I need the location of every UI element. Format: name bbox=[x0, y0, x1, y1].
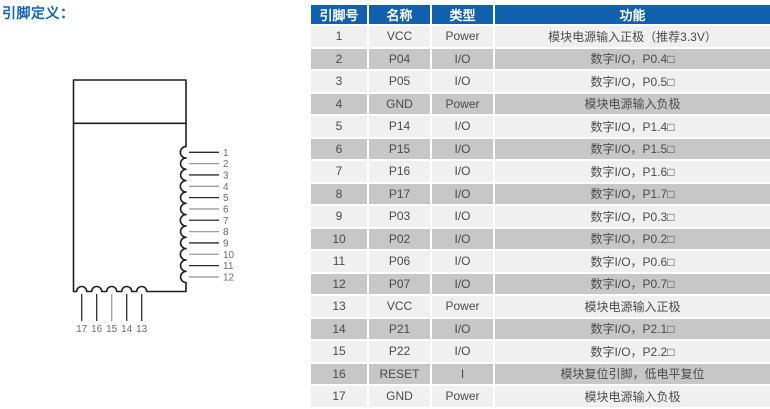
pin-label: 16 bbox=[91, 324, 103, 335]
pin-name-cell: P04 bbox=[369, 48, 430, 69]
pin-name-cell: VCC bbox=[369, 296, 430, 317]
pin-number-cell: 6 bbox=[311, 138, 367, 159]
pin-function-cell: 数字I/O，P1.4□ bbox=[495, 116, 770, 137]
pin-name-cell: RESET bbox=[369, 363, 430, 384]
pin-label: 9 bbox=[223, 238, 229, 249]
pin-type-cell: I/O bbox=[432, 273, 493, 294]
pin-number-cell: 5 bbox=[311, 116, 367, 137]
header-pin-type: 类型 bbox=[432, 5, 493, 24]
pin-name-cell: P03 bbox=[369, 206, 430, 227]
pin-name-cell: P07 bbox=[369, 273, 430, 294]
pin-type-cell: I/O bbox=[432, 161, 493, 182]
pin-label: 4 bbox=[223, 182, 229, 193]
pin-type-cell: I/O bbox=[432, 138, 493, 159]
page-title: 引脚定义： bbox=[2, 5, 75, 21]
pin-number-cell: 2 bbox=[311, 48, 367, 69]
pin-name-cell: P17 bbox=[369, 183, 430, 204]
pin-name-cell: GND bbox=[369, 386, 430, 407]
pin-function-cell: 模块电源输入正极 bbox=[495, 296, 770, 317]
pin-name-cell: GND bbox=[369, 93, 430, 114]
pin-type-cell: I/O bbox=[432, 318, 493, 339]
pin-number-cell: 14 bbox=[311, 318, 367, 339]
pin-type-cell: I bbox=[432, 363, 493, 384]
pin-label: 7 bbox=[223, 216, 229, 227]
pin-number-cell: 1 bbox=[311, 26, 367, 47]
pin-number-cell: 9 bbox=[311, 206, 367, 227]
pin-function-cell: 数字I/O，P0.4□ bbox=[495, 48, 770, 69]
pin-label: 14 bbox=[121, 324, 133, 335]
pin-label: 13 bbox=[136, 324, 148, 335]
pin-number-cell: 16 bbox=[311, 363, 367, 384]
pin-function-cell: 模块电源输入负极 bbox=[495, 93, 770, 114]
pin-label: 11 bbox=[223, 261, 234, 272]
pin-number-cell: 11 bbox=[311, 251, 367, 272]
pin-name-cell: P22 bbox=[369, 341, 430, 362]
pin-type-cell: I/O bbox=[432, 228, 493, 249]
pin-type-cell: I/O bbox=[432, 116, 493, 137]
pin-type-cell: Power bbox=[432, 296, 493, 317]
pin-name-cell: P02 bbox=[369, 228, 430, 249]
pin-name-cell: P21 bbox=[369, 318, 430, 339]
pin-number-cell: 7 bbox=[311, 161, 367, 182]
pin-function-cell: 数字I/O，P2.2□ bbox=[495, 341, 770, 362]
pin-name-cell: P15 bbox=[369, 138, 430, 159]
pin-label: 10 bbox=[223, 250, 235, 261]
pin-type-cell: I/O bbox=[432, 206, 493, 227]
pin-label: 17 bbox=[76, 324, 88, 335]
pin-label: 6 bbox=[223, 204, 229, 215]
pin-function-cell: 模块电源输入负极 bbox=[495, 386, 770, 407]
pin-number-cell: 15 bbox=[311, 341, 367, 362]
pin-label: 5 bbox=[223, 193, 229, 204]
header-pin-function: 功能 bbox=[495, 5, 770, 24]
pin-label: 2 bbox=[223, 159, 229, 170]
pin-name-cell: P16 bbox=[369, 161, 430, 182]
pin-type-cell: I/O bbox=[432, 183, 493, 204]
header-pin-number: 引脚号 bbox=[311, 5, 367, 24]
pin-label: 8 bbox=[223, 227, 229, 238]
pin-number-cell: 17 bbox=[311, 386, 367, 407]
pin-label: 12 bbox=[223, 272, 235, 283]
pin-type-cell: Power bbox=[432, 93, 493, 114]
pin-function-cell: 数字I/O，P0.3□ bbox=[495, 206, 770, 227]
pin-label: 3 bbox=[223, 170, 229, 181]
pin-function-cell: 模块电源输入正极（推荐3.3V） bbox=[495, 26, 770, 47]
pin-function-cell: 数字I/O，P1.6□ bbox=[495, 161, 770, 182]
pin-function-cell: 数字I/O，P0.2□ bbox=[495, 228, 770, 249]
module-antenna-outline bbox=[72, 79, 187, 125]
pin-function-cell: 数字I/O，P1.5□ bbox=[495, 138, 770, 159]
pin-function-cell: 数字I/O，P0.5□ bbox=[495, 71, 770, 92]
pin-number-cell: 12 bbox=[311, 273, 367, 294]
pin-type-cell: I/O bbox=[432, 71, 493, 92]
pin-type-cell: Power bbox=[432, 26, 493, 47]
pin-name-cell: P06 bbox=[369, 251, 430, 272]
pin-function-cell: 数字I/O，P0.7□ bbox=[495, 273, 770, 294]
pin-function-cell: 数字I/O，P1.7□ bbox=[495, 183, 770, 204]
pin-number-cell: 3 bbox=[311, 71, 367, 92]
pin-number-cell: 8 bbox=[311, 183, 367, 204]
module-body-outline bbox=[72, 123, 187, 293]
pin-name-cell: P05 bbox=[369, 71, 430, 92]
pin-type-cell: Power bbox=[432, 386, 493, 407]
header-pin-name: 名称 bbox=[369, 5, 430, 24]
pin-number-cell: 4 bbox=[311, 93, 367, 114]
pin-label: 15 bbox=[106, 324, 118, 335]
pin-number-cell: 13 bbox=[311, 296, 367, 317]
pin-type-cell: I/O bbox=[432, 48, 493, 69]
pin-function-cell: 数字I/O，P2.1□ bbox=[495, 318, 770, 339]
pin-type-cell: I/O bbox=[432, 251, 493, 272]
pin-function-cell: 数字I/O，P0.6□ bbox=[495, 251, 770, 272]
pin-function-cell: 模块复位引脚，低电平复位 bbox=[495, 363, 770, 384]
pin-label: 1 bbox=[223, 148, 229, 159]
pin-name-cell: VCC bbox=[369, 26, 430, 47]
pin-name-cell: P14 bbox=[369, 116, 430, 137]
pin-type-cell: I/O bbox=[432, 341, 493, 362]
pin-number-cell: 10 bbox=[311, 228, 367, 249]
